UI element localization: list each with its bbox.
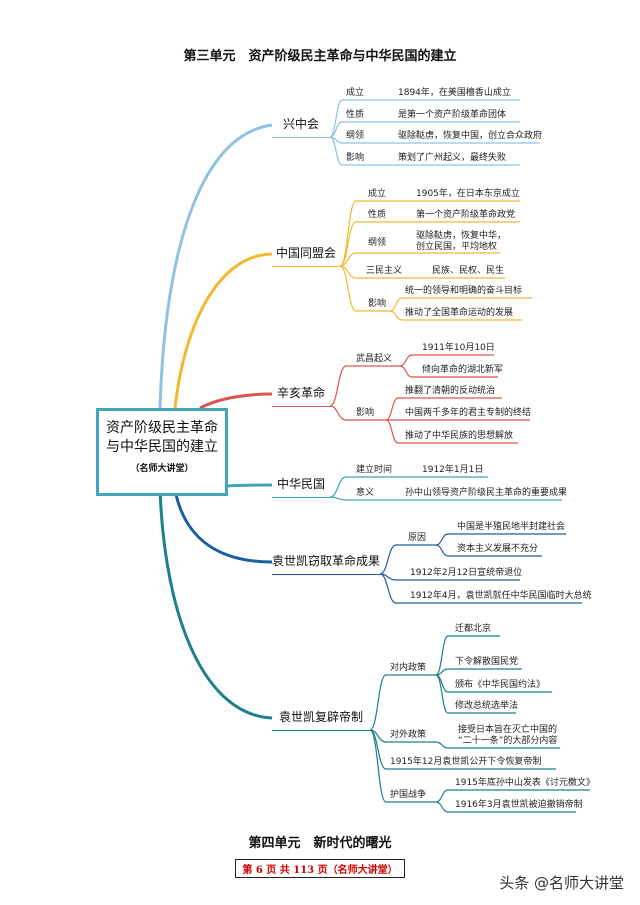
label-yr-domestic: 对内政策 [390, 663, 427, 673]
text-ys-event-1: 1912年2月12日宣统帝退位 [410, 568, 523, 578]
text-xzh-founded: 1894年，在美国檀香山成立 [398, 88, 511, 98]
branch-tongmenghui: 中国同盟会 [272, 240, 340, 266]
text-xh-impact-2: 中国两千多年的君主专制的终结 [405, 408, 532, 418]
connector-xinhai [199, 392, 273, 410]
label-tmh-sanmin: 三民主义 [366, 266, 403, 276]
label-xzh-program: 纲领 [346, 131, 365, 141]
text-xzh-impact: 策划了广州起义，最终失败 [398, 153, 507, 163]
text-tmh-impact-1: 统一的领导和明确的奋斗目标 [405, 286, 523, 296]
central-line-1: 资产阶级民主革命 [106, 420, 218, 436]
text-xzh-program: 驱除鞑虏，恢复中国，创立合众政府 [398, 131, 543, 141]
next-unit-title: 第四单元 新时代的曙光 [248, 836, 392, 851]
text-ys-reason-1: 中国是半殖民地半封建社会 [457, 522, 566, 532]
connector-yuan-restore [158, 489, 273, 720]
text-xh-impact-1: 推翻了清朝的反动统治 [405, 386, 496, 396]
text-yr-domestic-2: 下令解散国民党 [455, 657, 519, 667]
connector-tongmenghui [173, 252, 273, 409]
text-xh-wuchang-2: 倾向革命的湖北新军 [422, 365, 504, 375]
label-ys-reason: 原因 [408, 533, 427, 543]
text-yr-war-1: 1915年底孙中山发表《讨元檄文》 [455, 778, 595, 788]
branch-xinhai: 辛亥革命 [272, 380, 330, 406]
label-xzh-founded: 成立 [346, 88, 365, 98]
page-indicator: 第 6 页 共 113 页（名师大讲堂） [0, 858, 640, 878]
text-tmh-sanmin: 民族、民权、民生 [432, 266, 505, 276]
branch-yuan-restore: 袁世凯复辟帝制 [272, 704, 370, 730]
text-yr-war-2: 1916年3月袁世凯被迫撤销帝制 [455, 800, 583, 810]
text-tmh-nature: 第一个资产阶级革命政党 [416, 210, 516, 220]
text-mg-meaning: 孙中山领导资产阶级民主革命的重要成果 [405, 488, 568, 498]
branch-yuan-steal: 袁世凯窃取革命成果 [272, 548, 380, 574]
watermark: 头条 @名师大讲堂 [499, 874, 624, 892]
label-xzh-nature: 性质 [346, 110, 365, 120]
label-xh-wuchang: 武昌起义 [356, 354, 393, 364]
branch-minguo: 中华民国 [272, 471, 330, 497]
connector-xingzhonghui [158, 123, 273, 409]
label-tmh-impact: 影响 [368, 299, 387, 309]
connector-yuan-steal [173, 489, 273, 564]
label-xh-impact: 影响 [356, 408, 375, 418]
text-tmh-impact-2: 推动了全国革命运动的发展 [405, 308, 514, 318]
unit-title: 第三单元 资产阶级民主革命与中华民国的建立 [183, 49, 457, 64]
label-mg-time: 建立时间 [356, 465, 393, 475]
text-xzh-nature: 是第一个资产阶级革命团体 [398, 110, 507, 120]
text-yr-domestic-1: 迁都北京 [455, 624, 492, 634]
text-yr-domestic-4: 修改总统选举法 [455, 701, 519, 711]
text-yr-domestic-3: 颁布《中华民国约法》 [455, 680, 546, 690]
text-yr-foreign-1: 接受日本旨在灭亡中国的 [458, 725, 558, 735]
text-xh-impact-3: 推动了中华民族的思想解放 [405, 431, 514, 441]
text-mg-time: 1912年1月1日 [422, 465, 484, 475]
central-topic: 资产阶级民主革命 与中华民国的建立 （名师大讲堂） [96, 408, 228, 496]
text-ys-reason-2: 资本主义发展不充分 [457, 544, 539, 554]
text-xh-wuchang-1: 1911年10月10日 [422, 343, 495, 353]
label-yr-foreign: 对外政策 [390, 730, 427, 740]
text-yr-foreign-2: “二十一条”的大部分内容 [458, 736, 558, 746]
text-tmh-program-1: 驱除鞑虏，恢复中华， [416, 231, 507, 241]
label-tmh-founded: 成立 [368, 189, 387, 199]
central-line-2: 与中华民国的建立 [106, 439, 218, 455]
branch-xingzhonghui: 兴中会 [272, 111, 330, 137]
label-tmh-program: 纲领 [368, 238, 387, 248]
label-tmh-nature: 性质 [368, 210, 387, 220]
text-tmh-program-2: 创立民国，平均地权 [416, 242, 498, 252]
page-number: 第 6 页 共 113 页（名师大讲堂） [235, 859, 405, 878]
label-mg-meaning: 意义 [356, 488, 375, 498]
central-subtitle: （名师大讲堂） [130, 464, 194, 474]
text-yr-restore: 1915年12月袁世凯公开下令恢复帝制 [390, 757, 542, 767]
text-ys-event-2: 1912年4月，袁世凯就任中华民国临时大总统 [410, 591, 592, 601]
label-yr-war: 护国战争 [390, 790, 427, 800]
text-tmh-founded: 1905年，在日本东京成立 [416, 189, 520, 199]
label-xzh-impact: 影响 [346, 153, 365, 163]
